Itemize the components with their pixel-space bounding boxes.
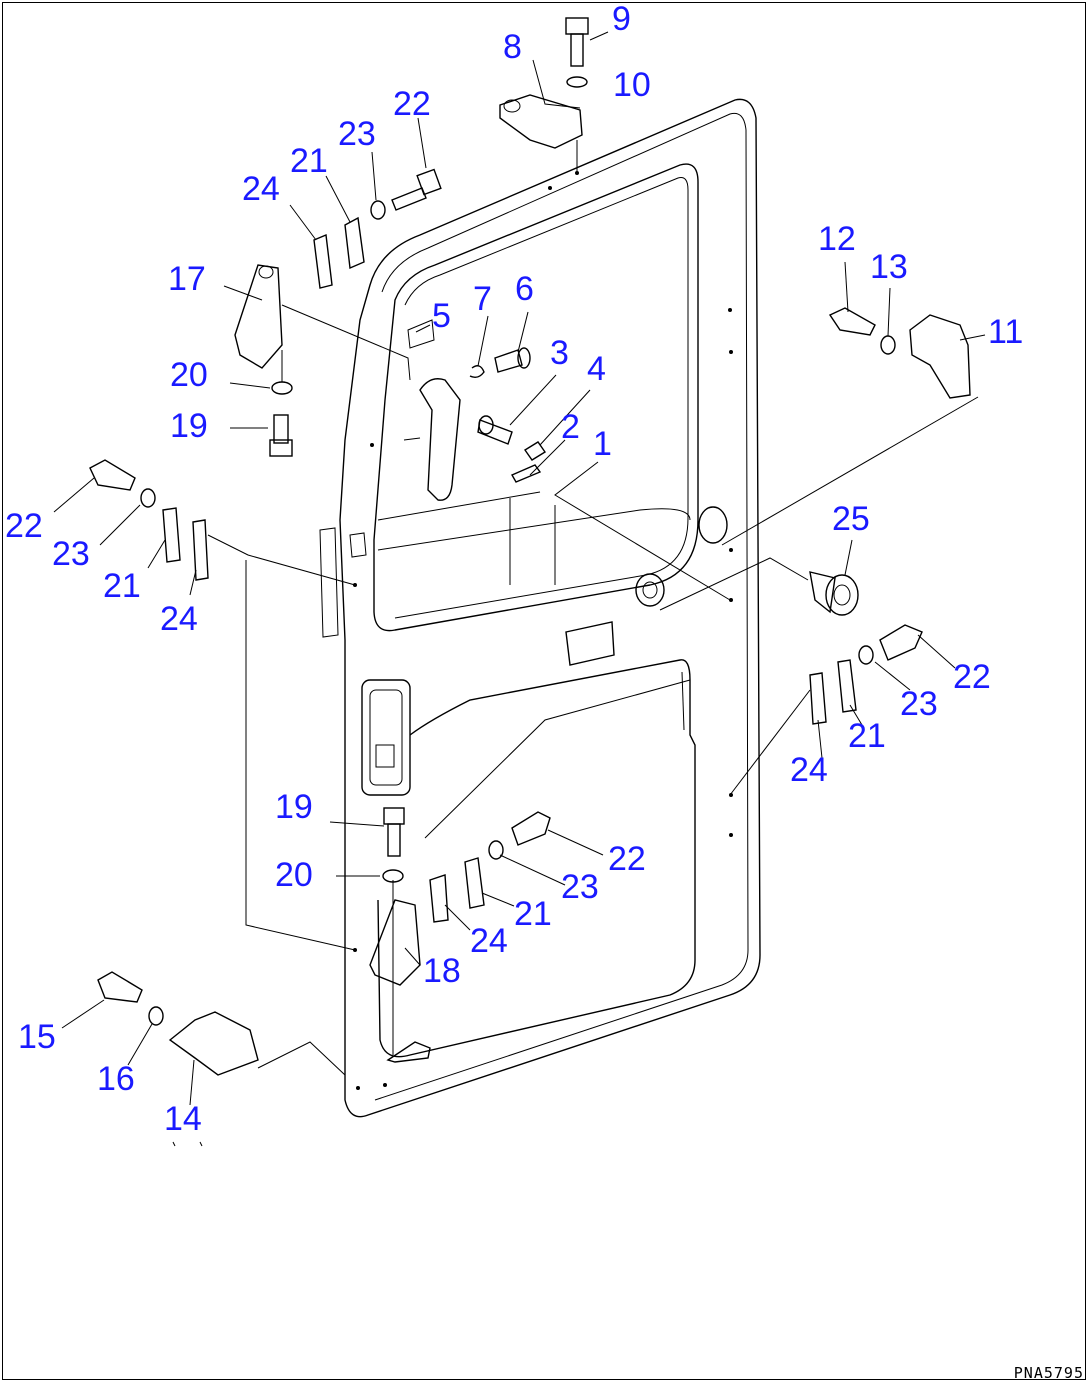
parts — [89, 17, 971, 1076]
callout-25: 25 — [832, 500, 870, 538]
callout-24-right: 24 — [790, 751, 828, 789]
callout-8: 8 — [503, 28, 522, 66]
callout-23-lower: 23 — [561, 868, 599, 906]
callout-1: 1 — [593, 425, 612, 463]
callout-2: 2 — [561, 408, 580, 446]
callout-22-left: 22 — [5, 507, 43, 545]
callout-14: 14 — [164, 1100, 202, 1138]
callout-15: 15 — [18, 1018, 56, 1056]
callout-3: 3 — [550, 334, 569, 372]
callout-22-lower: 22 — [608, 840, 646, 878]
callout-20: 20 — [170, 356, 208, 394]
callout-21-left: 21 — [103, 567, 141, 605]
callout-23-left: 23 — [52, 535, 90, 573]
callout-24-left: 24 — [160, 600, 198, 638]
callout-22-right: 22 — [953, 658, 991, 696]
callout-24: 24 — [242, 170, 280, 208]
callout-9: 9 — [612, 0, 631, 38]
leader-lines — [53, 31, 986, 1147]
callouts: 9 8 10 22 23 21 24 17 7 6 5 3 4 2 1 20 1… — [5, 0, 1023, 1138]
callout-20-lower: 20 — [275, 856, 313, 894]
callout-24-lower: 24 — [470, 922, 508, 960]
callout-21-right: 21 — [848, 717, 886, 755]
door-panel — [319, 98, 761, 1118]
drawing-code: PNA5795 — [1013, 1364, 1084, 1382]
callout-5: 5 — [432, 297, 451, 335]
callout-6: 6 — [515, 270, 534, 308]
callout-11: 11 — [988, 313, 1023, 351]
callout-7: 7 — [473, 280, 492, 318]
callout-23-right: 23 — [900, 685, 938, 723]
callout-21-lower: 21 — [514, 895, 552, 933]
callout-23: 23 — [338, 115, 376, 153]
callout-19: 19 — [170, 407, 208, 445]
callout-12: 12 — [818, 220, 856, 258]
callout-18: 18 — [423, 952, 461, 990]
callout-16: 16 — [97, 1060, 135, 1098]
callout-4: 4 — [587, 350, 606, 388]
callout-13: 13 — [870, 248, 908, 286]
callout-21: 21 — [290, 142, 328, 180]
callout-19-lower: 19 — [275, 788, 313, 826]
callout-17: 17 — [168, 260, 206, 298]
callout-22: 22 — [393, 85, 431, 123]
callout-10: 10 — [613, 66, 651, 104]
